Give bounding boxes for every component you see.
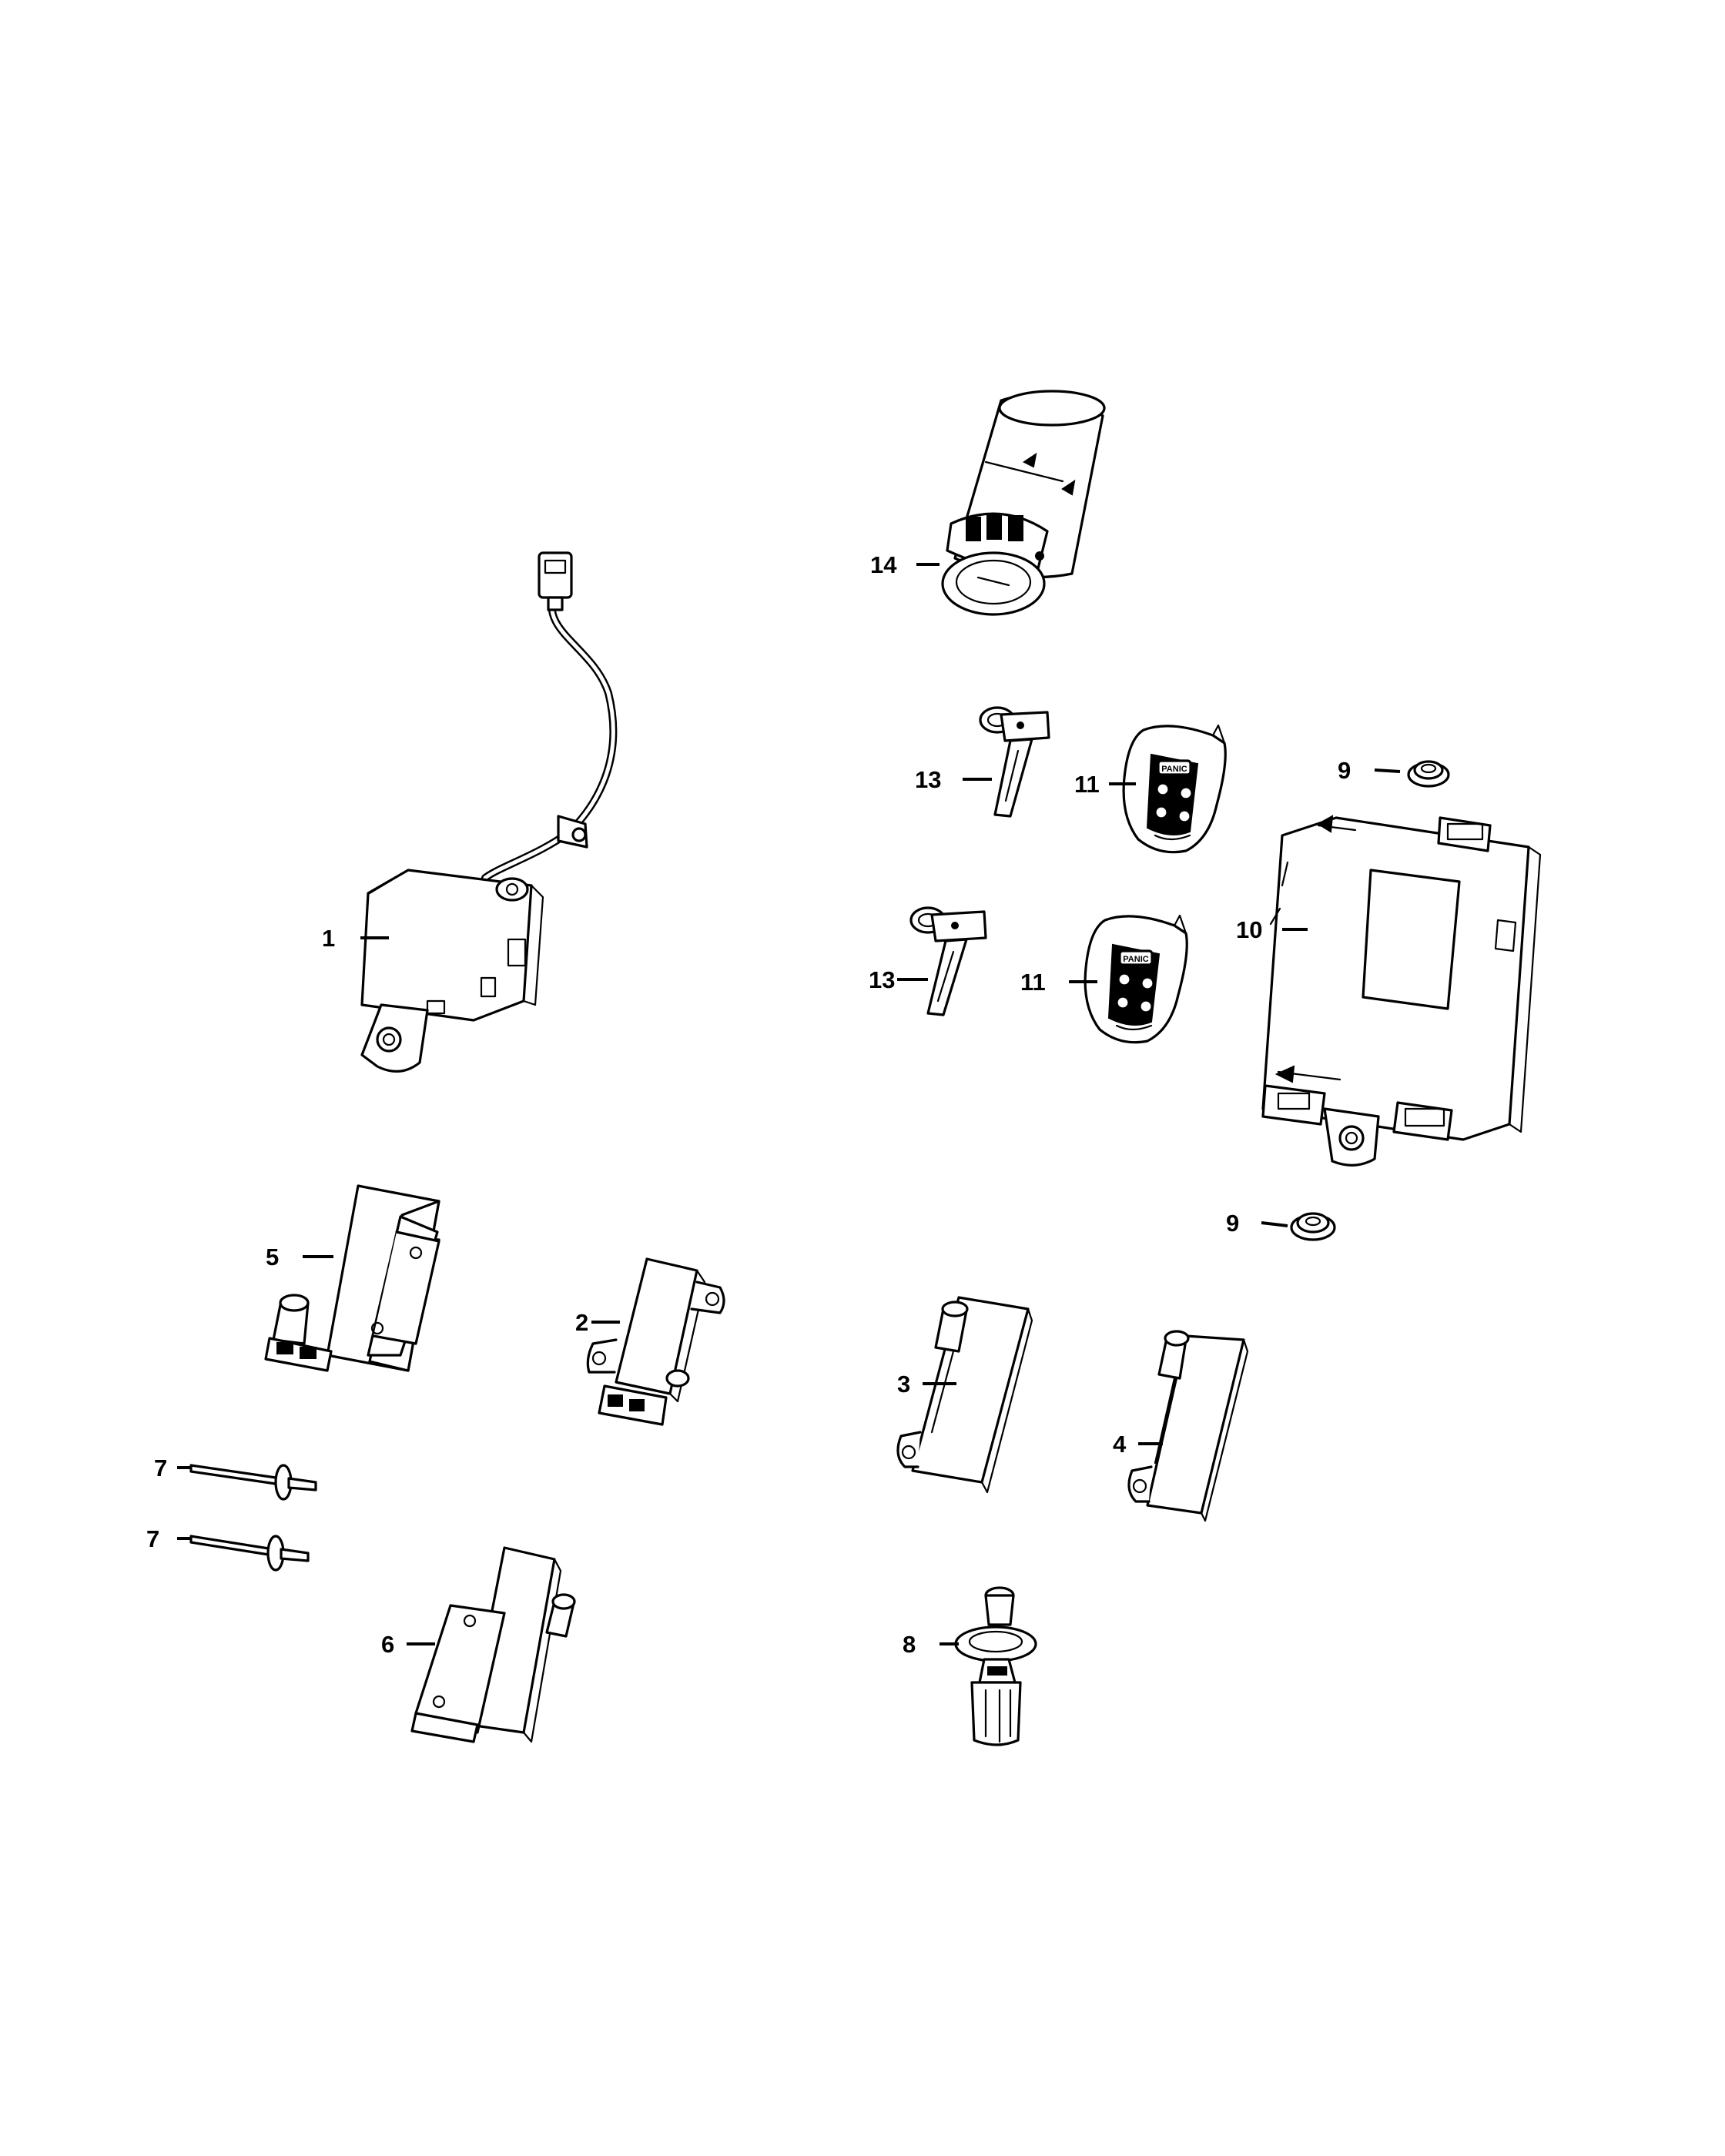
callout-2: 2	[575, 1309, 588, 1336]
part-13-key-blade-lower	[909, 906, 987, 1016]
callout-6: 6	[381, 1631, 394, 1658]
part-1-antenna-module	[360, 551, 618, 1073]
callout-7-lower: 7	[146, 1525, 159, 1552]
part-11-key-fob-lower: PANIC	[1084, 914, 1188, 1044]
part-3-antenna	[896, 1296, 1033, 1494]
part-7-rivet-lower	[189, 1535, 310, 1572]
callout-13-lower: 13	[869, 966, 895, 993]
callout-10: 10	[1236, 916, 1262, 943]
part-10-control-module	[1261, 815, 1542, 1167]
callout-4: 4	[1113, 1431, 1127, 1458]
part-13-key-blade-upper	[979, 706, 1050, 818]
callout-13-upper: 13	[915, 766, 941, 793]
callout-7-upper: 7	[154, 1455, 167, 1481]
callout-9-upper: 9	[1338, 757, 1351, 784]
callout-11-lower: 11	[1020, 969, 1046, 996]
callout-14: 14	[870, 551, 897, 578]
part-2-antenna	[586, 1257, 725, 1426]
callout-labels: 1 2 3 4 5 6 7 7 8 9 9 10 11 11 13 13 14	[146, 551, 1351, 1658]
part-4-antenna	[1127, 1330, 1249, 1522]
part-5-antenna	[264, 1184, 440, 1372]
part-9-nut-lower	[1290, 1212, 1336, 1241]
callout-8: 8	[903, 1631, 916, 1658]
fob-panic-text-lower: PANIC	[1123, 955, 1148, 964]
part-6-antenna	[410, 1546, 576, 1743]
part-7-rivet-upper	[189, 1464, 317, 1501]
callout-3: 3	[897, 1371, 910, 1398]
part-11-key-fob-upper: PANIC	[1122, 724, 1227, 854]
part-14-ignition-switch	[941, 390, 1106, 616]
callout-5: 5	[266, 1244, 279, 1270]
callout-9-lower: 9	[1226, 1210, 1239, 1237]
callout-1: 1	[322, 925, 335, 952]
part-9-nut-upper	[1407, 760, 1450, 788]
callout-11-upper: 11	[1074, 771, 1100, 798]
part-8-lock-cylinder	[954, 1586, 1037, 1746]
fob-panic-text-upper: PANIC	[1161, 765, 1187, 774]
